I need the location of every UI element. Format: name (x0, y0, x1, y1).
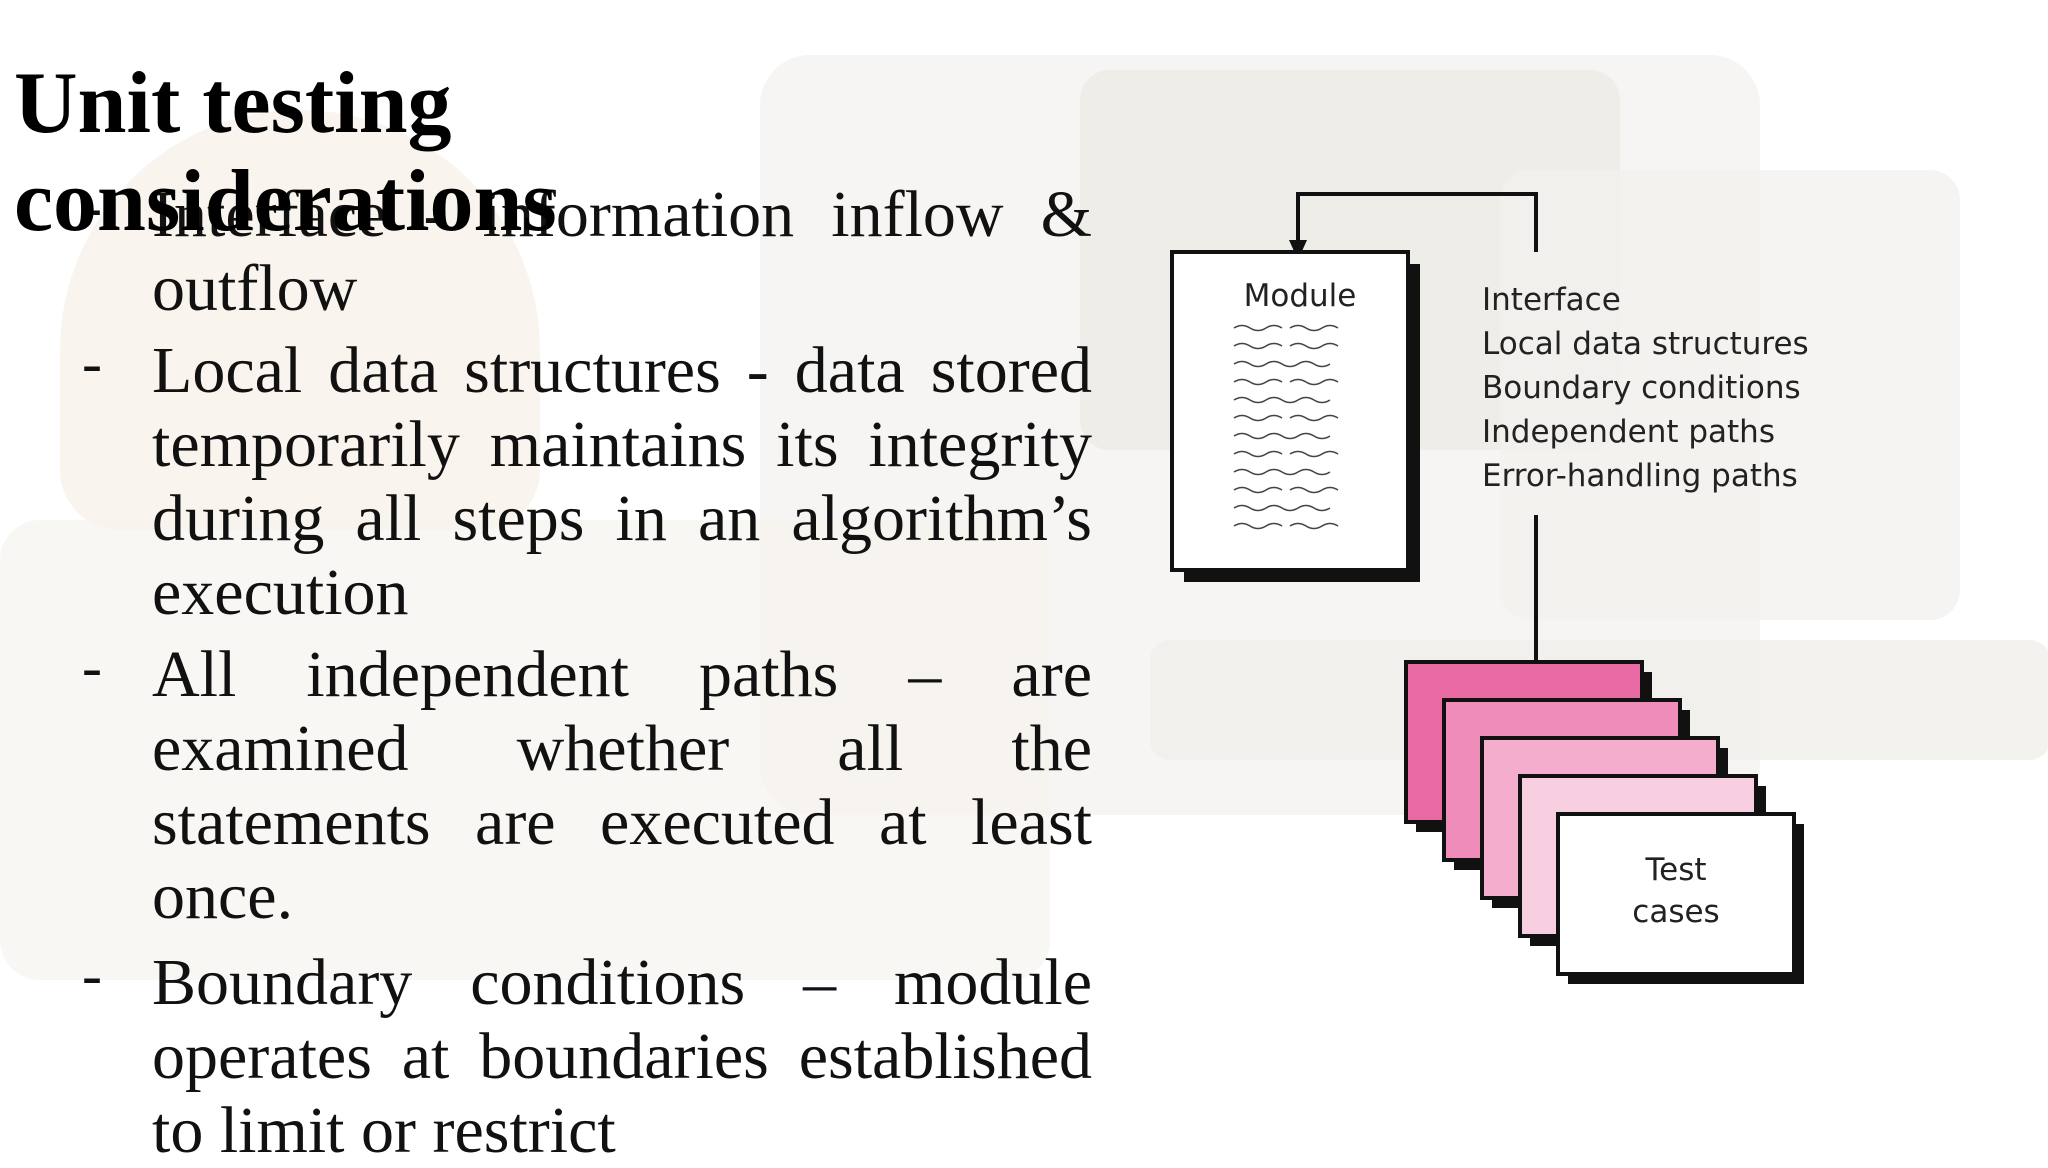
slide-title: Unit testing considerations (14, 55, 557, 250)
test-cases-label: Test (1644, 852, 1706, 888)
background-watermark (60, 110, 540, 530)
bullet-marker: - (82, 634, 102, 700)
bullet-text: Boundary conditions – module operates at… (152, 946, 1092, 1167)
bullet-text: Interface - information inflow & outflow (152, 178, 1092, 325)
bullet-marker: - (82, 942, 102, 1008)
bullet-list: - Interface - information inflow & outfl… (82, 174, 1092, 1168)
consideration-item: Boundary conditions (1482, 370, 1801, 406)
feedback-arrow (1296, 192, 1538, 252)
unit-test-diagram: Module Interface Local data structures B… (1170, 192, 1809, 984)
consideration-item: Local data structures (1482, 326, 1809, 362)
bullet-marker: - (82, 174, 102, 240)
bullet-text: All independent paths – are examined whe… (152, 638, 1092, 933)
consideration-item: Independent paths (1482, 414, 1775, 450)
test-cases-label: cases (1632, 894, 1719, 930)
module-label: Module (1244, 278, 1357, 314)
bullet-marker: - (82, 330, 102, 396)
consideration-item: Error-handling paths (1482, 458, 1798, 494)
background-watermark (0, 520, 1050, 980)
consideration-item: Interface (1482, 282, 1621, 318)
test-case-card (1556, 812, 1804, 984)
code-lines-icon (1233, 324, 1339, 530)
bullet-item: - Local data structures - data stored te… (82, 330, 1092, 630)
bullet-text: Local data structures - data stored temp… (152, 334, 1092, 629)
bullet-item: - Boundary conditions – module operates … (82, 942, 1092, 1168)
module-box (1170, 250, 1410, 572)
bullet-item: - All independent paths – are examined w… (82, 634, 1092, 934)
background-watermark (1500, 170, 1960, 620)
bullet-item: - Interface - information inflow & outfl… (82, 174, 1092, 326)
